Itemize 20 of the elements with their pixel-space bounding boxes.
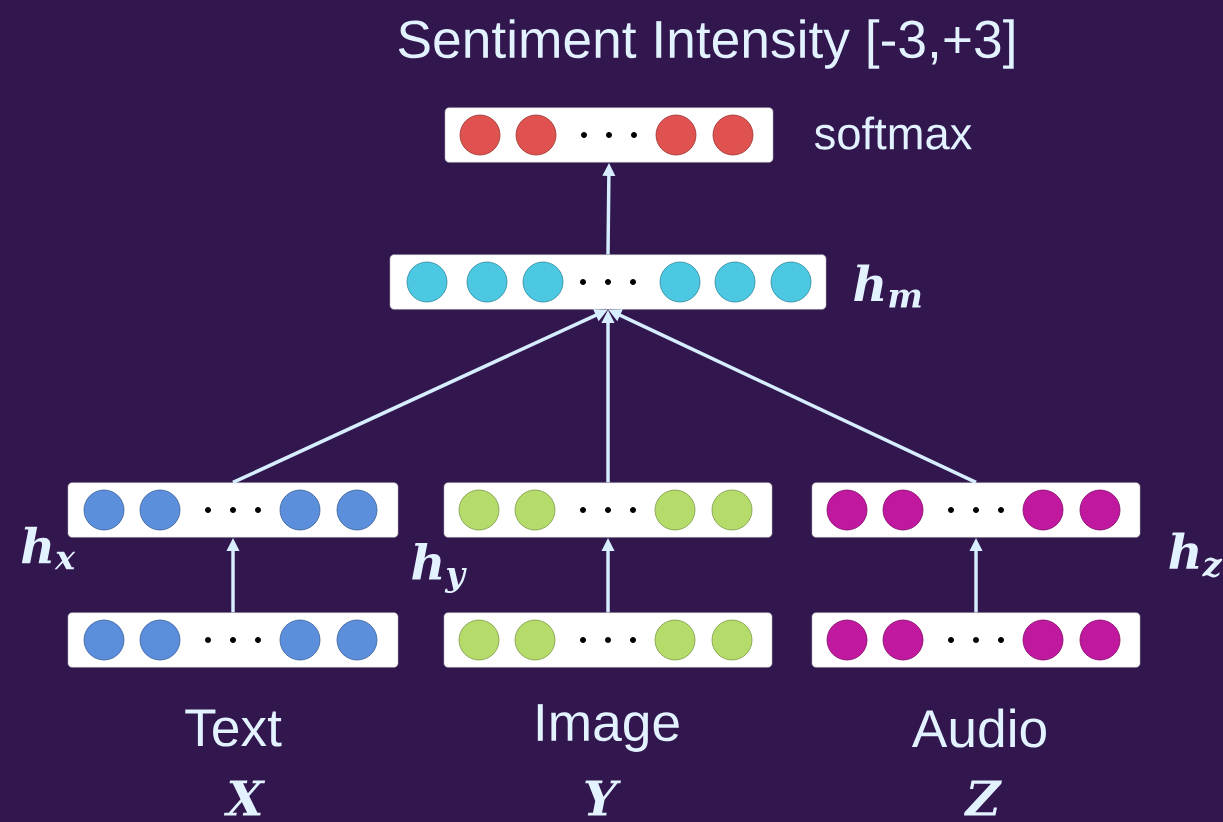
- layer-box: [67, 612, 399, 668]
- variable-label: Z: [963, 780, 1002, 816]
- layer-box: [444, 107, 774, 163]
- layer-box: [67, 482, 399, 538]
- layer-box: [443, 482, 773, 538]
- layer-label: h$_{y}$: [412, 543, 467, 593]
- layer-label: h$_{x}$: [21, 526, 76, 570]
- layer-box: [389, 254, 827, 310]
- layer-label: h$_{m}$: [854, 264, 921, 308]
- modality-label: Text: [185, 709, 282, 747]
- modality-label: Image: [537, 704, 679, 752]
- layer-box: [443, 612, 773, 668]
- layer-box: [811, 612, 1141, 668]
- title: Sentiment Intensity [-3,+3]: [398, 19, 1014, 69]
- layer-box: [811, 482, 1141, 538]
- variable-label: X: [223, 780, 266, 816]
- layer-label: softmax: [814, 116, 972, 150]
- layer-label: h$_{z}$: [1169, 532, 1223, 578]
- modality-label: Audio: [911, 708, 1046, 748]
- variable-label: Y: [585, 780, 621, 816]
